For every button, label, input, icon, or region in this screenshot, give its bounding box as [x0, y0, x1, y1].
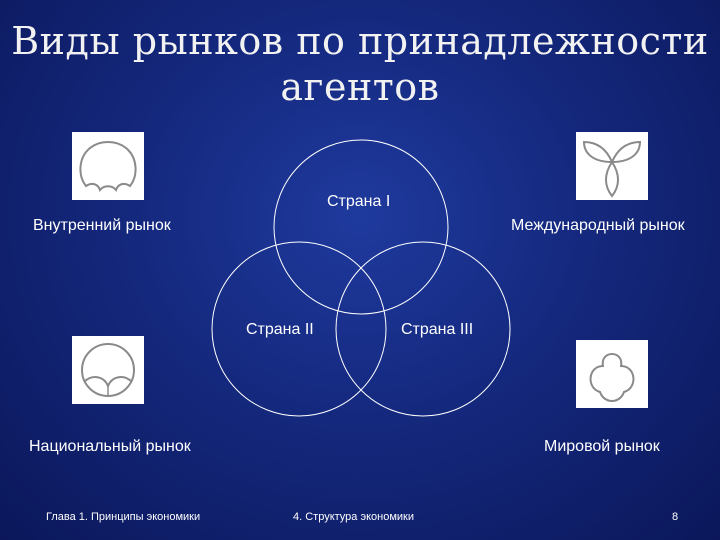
label-country-1: Страна I — [327, 193, 391, 210]
label-international-market: Международный рынок — [511, 217, 685, 234]
label-national-market: Национальный рынок — [29, 438, 191, 455]
label-world-market: Мировой рынок — [544, 438, 660, 455]
world-market-icon — [576, 340, 648, 408]
slide-title: Виды рынков по принадлежности агентов — [0, 18, 720, 110]
footer-section: 4. Структура экономики — [293, 511, 414, 523]
national-market-icon — [72, 336, 144, 404]
venn-circle-country-2 — [211, 241, 387, 417]
title-line-2: агентов — [280, 65, 440, 109]
venn-circle-country-3 — [335, 241, 511, 417]
footer-page-number: 8 — [672, 511, 679, 523]
international-market-icon — [576, 132, 648, 200]
label-domestic-market: Внутренний рынок — [33, 217, 171, 234]
venn-circle-country-1 — [273, 139, 449, 315]
label-country-3: Страна III — [401, 321, 474, 338]
domestic-market-icon — [72, 132, 144, 200]
footer-chapter: Глава 1. Принципы экономики — [46, 511, 201, 523]
label-country-2: Страна II — [246, 321, 314, 338]
title-line-1: Виды рынков по принадлежности — [11, 19, 709, 63]
